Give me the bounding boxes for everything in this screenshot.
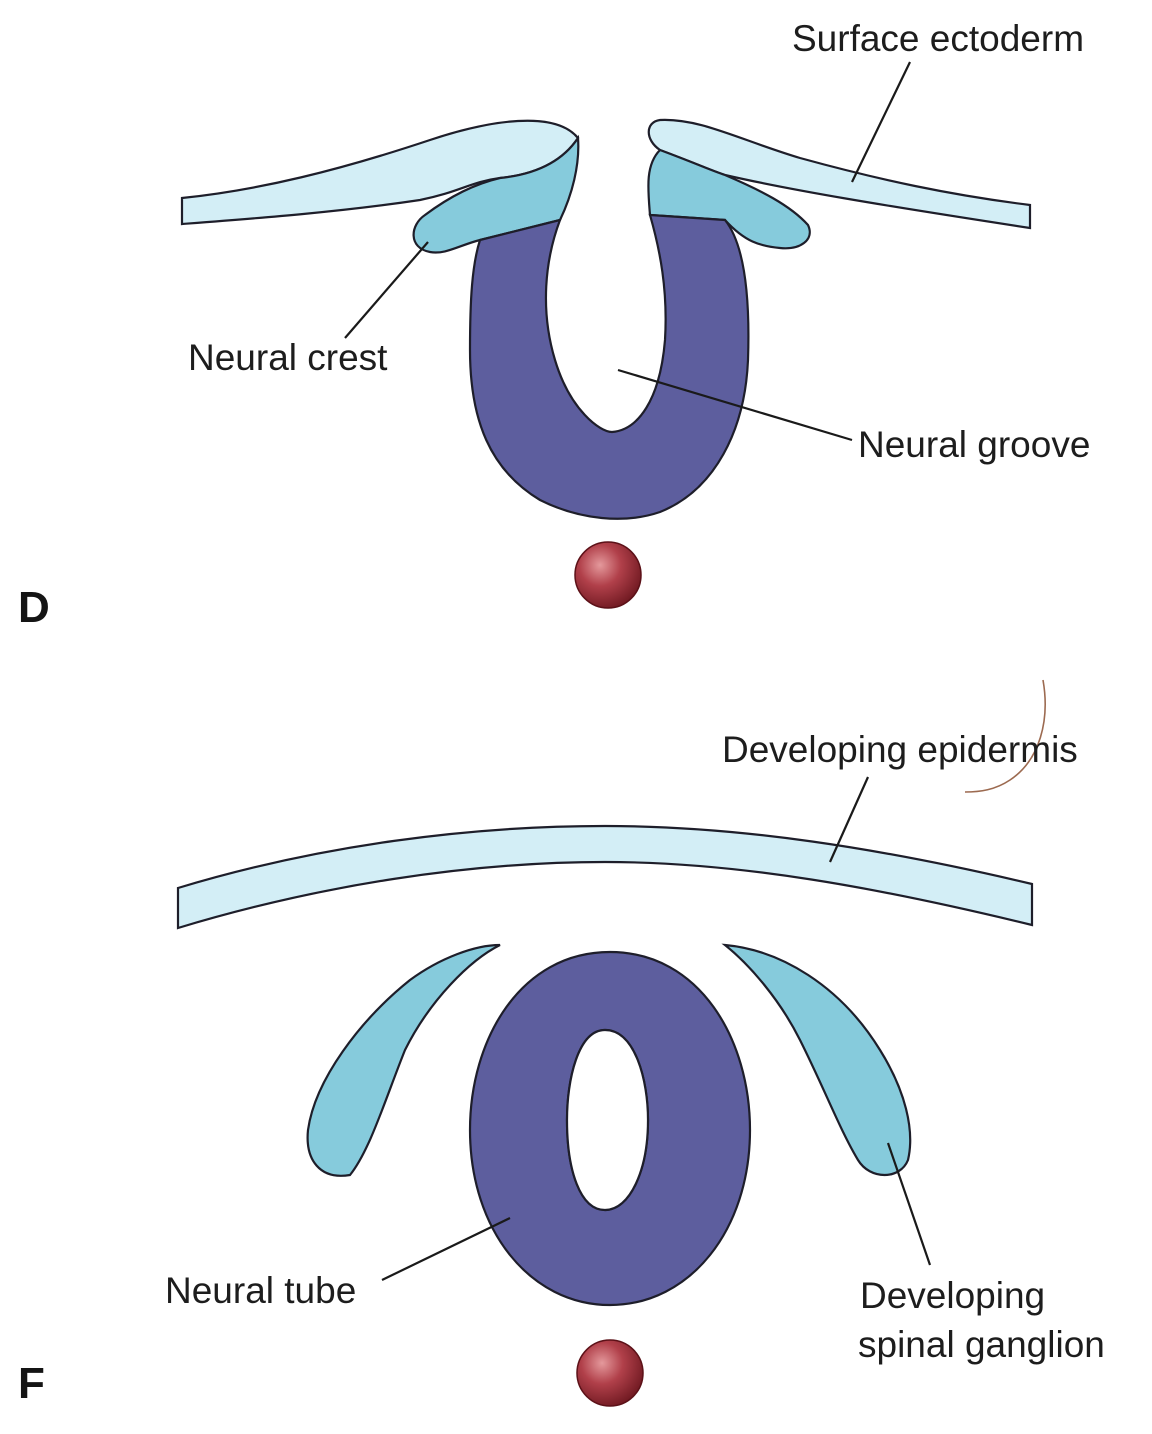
notochord-d <box>574 541 642 609</box>
central-canal <box>565 1028 650 1212</box>
neural-crest-right <box>647 148 811 250</box>
surface-ectoderm-right <box>647 118 1032 230</box>
label-neural-tube: Neural tube <box>165 1270 356 1311</box>
leader-neural-tube <box>381 1217 511 1281</box>
developing-epidermis <box>176 824 1034 930</box>
leader-neural-crest <box>344 241 429 339</box>
leader-surface-ectoderm <box>851 61 911 183</box>
label-developing-spinal-ganglion-line2: spinal ganglion <box>858 1324 1105 1365</box>
leader-neural-groove <box>617 368 853 442</box>
label-developing-epidermis: Developing epidermis <box>722 729 1078 770</box>
leader-developing-epidermis <box>828 776 870 863</box>
label-neural-groove: Neural groove <box>858 424 1090 465</box>
leader-spinal-ganglion <box>886 1142 932 1266</box>
label-surface-ectoderm: Surface ectoderm <box>792 18 1084 59</box>
notochord-f <box>576 1339 644 1407</box>
neural-crest-left <box>412 134 580 254</box>
panel-d: Surface ectoderm Neural crest Neural gro… <box>18 18 1090 632</box>
label-developing-spinal-ganglion-line1: Developing <box>860 1275 1045 1316</box>
label-neural-crest: Neural crest <box>188 337 388 378</box>
spinal-ganglion-right <box>721 943 912 1176</box>
panel-letter-f: F <box>18 1359 45 1408</box>
panel-letter-d: D <box>18 583 50 632</box>
panel-f: Developing epidermis Neural tube Develop… <box>18 679 1105 1408</box>
neural-plate <box>468 213 750 520</box>
spinal-ganglion-left <box>306 943 501 1177</box>
pen-mark <box>964 679 1046 793</box>
